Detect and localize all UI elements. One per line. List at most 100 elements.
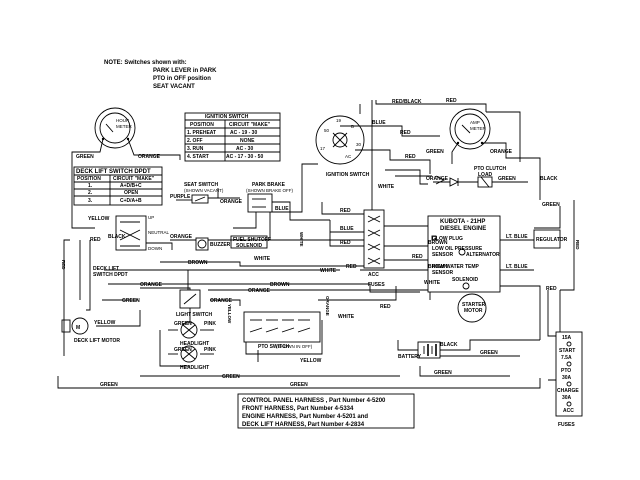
starter-motor: STARTER MOTOR [457,293,487,323]
wire-label-green-10: GREEN [100,382,118,388]
wire-label-red-5: RED [340,240,351,246]
wire-label-white-1: WHITE [378,184,395,190]
wire-label-green-5: GREEN [122,298,140,304]
wire-label-pink-2: PINK [204,347,216,353]
deck-table-header-position: POSITION [77,176,101,182]
wire-label-black-1: BLACK [540,176,558,182]
deck-row-1-circuit: A+D/B+C [120,183,142,189]
fuel-shutoff-label-2: SOLENOID [236,243,263,249]
wire-label-green-4: GREEN [542,202,560,208]
headlight-bottom-label: HEADLIGHT [180,365,209,371]
wire-label-white-2: WHITE [254,256,271,262]
ignition-row-3-circuit: AC - 30 [236,146,253,152]
wire-label-orange-1: ORANGE [138,154,161,160]
ign-pin-17: 17 [320,146,326,151]
deck-table-header-circuit: CIRCUIT "MAKE" [113,176,155,182]
deck-pos-neutral: NEUTRAL [148,230,170,235]
fuse-3-sub: CHARGE [557,388,579,394]
wire-label-yellow-1: YELLOW [88,216,110,222]
harness-part-numbers: CONTROL PANEL HARNESS , Part Number 4-52… [237,393,415,429]
wire-label-orange-4: ORANGE [220,199,243,205]
park-brake-switch: PARK BRAKE (SHOWN BRAKE OFF) [246,182,294,213]
ign-pin-b: B [351,124,354,129]
light-switch-label: LIGHT SWITCH [176,312,212,318]
kubota-engine: KUBOTA - 21HP DIESEL ENGINE GLOW PLUG LO… [427,215,501,293]
wire-label-orange-3: ORANGE [426,176,449,182]
deck-lift-switch[interactable]: UP NEUTRAL DOWN DECK LIFT SWITCH DPDT [93,215,170,278]
wire-label-red-1: RED [446,98,457,104]
wire-label-white-vert: WHITE [299,232,304,247]
fuses-side-label: FUSES [558,422,575,428]
wire-label-green-7: GREEN [174,347,192,353]
low-oil-label-2: SENSOR [432,252,454,258]
ignition-row-2-position: 2. OFF [187,138,203,144]
wire-label-green-9: GREEN [290,382,308,388]
harness-line-3: ENGINE HARNESS, Part Number 4-5201 and [242,414,368,420]
pto-clutch-load: PTO CLUTCH LOAD [435,166,507,188]
wire-label-red-3: RED [405,154,416,160]
ignition-switch-label: IGNITION SWITCH [326,172,370,178]
ign-pin-30: 30 [356,142,362,147]
wire-label-orange-7: ORANGE [248,288,271,294]
fuel-shutoff-solenoid: FUEL SHUTOFF SOLENOID [230,235,271,249]
pto-switch-label-2: (SHOWN IN OFF) [276,344,313,349]
harness-line-4: DECK LIFT HARNESS, Part Number 4-2834 [242,422,365,428]
low-oil-label-1: LOW OIL PRESSURE [432,246,483,252]
wire-label-green-8: GREEN [222,374,240,380]
pto-switch[interactable]: PTO SWITCH (SHOWN IN OFF) [243,311,321,350]
deck-row-3-position: 3. [88,198,93,204]
note-line-1: NOTE: Switches shown with: [104,60,187,66]
wire-label-red-7: RED [346,264,357,270]
wire-label-orange-2: ORANGE [490,149,513,155]
ignition-row-4-position: 4. START [187,154,209,160]
harness-line-2: FRONT HARNESS, Part Number 4-5334 [242,406,354,412]
fuel-shutoff-label-1: FUEL SHUTOFF [233,237,271,243]
hour-meter-label-2: METER [116,124,133,129]
light-switch[interactable]: LIGHT SWITCH [176,289,212,318]
ignition-row-4-circuit: AC - 17 - 30 - 50 [226,154,263,160]
buzzer-label: BUZZER [210,242,231,248]
wire-label-yellow-2: YELLOW [300,358,322,364]
wire-label-green-12: GREEN [434,370,452,376]
deck-pos-down: DOWN [148,246,162,251]
wire-label-orange-5: ORANGE [170,234,193,240]
park-brake-label-1: PARK BRAKE [252,182,286,188]
wire-label-orange-vert: ORANGE [325,296,330,316]
ignition-table-title: IGNITION SWITCH [205,114,249,120]
glow-plug-label: GLOW PLUG [432,236,463,242]
deck-row-2-position: 2. [88,190,93,196]
ignition-switch[interactable]: B AC 17 30 50 19 IGNITION SWITCH [315,115,370,178]
seat-switch-label-2: (SHOWN VACANT) [184,188,224,193]
wire-label-lt-blue-1: LT. BLUE [506,234,528,240]
high-water-label-1: HIGH WATER TEMP [432,264,480,270]
pto-clutch-label-2: LOAD [478,172,493,178]
pto-switch-label-1: PTO SWITCH [258,344,290,350]
wire-label-brown-2: BROWN [428,240,448,246]
motor-m-glyph: M [76,325,80,331]
wire-label-blue-1: BLUE [372,120,386,126]
wire-label-orange-6: ORANGE [140,282,163,288]
ignition-table-header-position: POSITION [190,122,214,128]
wire-label-brown-1: BROWN [188,260,208,266]
ign-pin-ac: AC [345,154,352,159]
deck-row-1-position: 1. [88,183,93,189]
connector-acc-label: ACC [368,272,379,278]
regulator-label: REGULATOR [536,237,568,243]
wire-label-black-3: BLACK [440,342,458,348]
seat-switch: SEAT SWITCH (SHOWN VACANT) [184,182,224,204]
connector-fuses-label: FUSES [368,282,385,288]
wire-label-blue-3: BLUE [340,226,354,232]
switch-note: NOTE: Switches shown with: PARK LEVER in… [104,60,217,90]
wire-label-red-8: RED [412,254,423,260]
fuse-2-sub: PTO [561,368,571,374]
wire-label-black-2: BLACK [108,234,126,240]
connector-block: ACC FUSES [363,209,385,288]
note-line-2: PARK LEVER in PARK [153,68,217,74]
ignition-switch-table: IGNITION SWITCH POSITION CIRCUIT "MAKE" … [184,112,281,162]
engine-title-1: KUBOTA - 21HP [440,219,485,225]
wire-label-red-4: RED [340,208,351,214]
fuse-4-label: 30A [562,395,572,401]
battery: BATTERY [398,341,441,360]
deck-table-title: DECK LIFT SWITCH DPDT [76,169,151,175]
wire-label-green-3: GREEN [498,176,516,182]
